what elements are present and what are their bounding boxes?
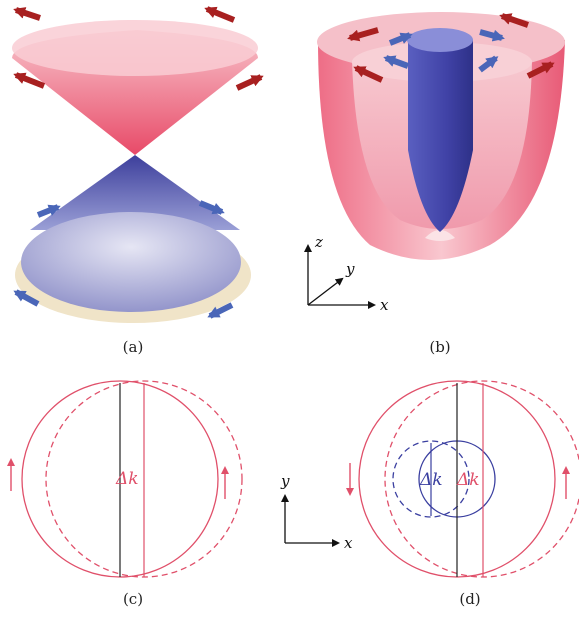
- y-axis: [307, 277, 344, 306]
- delta-k-label: Δk: [115, 469, 139, 489]
- y-axis-label: y: [280, 472, 290, 490]
- caption-d: (d): [459, 590, 480, 608]
- blue-spin-arrow: [479, 29, 505, 42]
- red-spin-arrow: [347, 27, 379, 42]
- outer-circle-dashed: [384, 380, 579, 578]
- upper-cone-rim: [12, 20, 258, 76]
- panel-a: [12, 6, 264, 323]
- red-spin-arrow: [526, 61, 555, 79]
- axes-d: y x: [280, 472, 353, 552]
- blue-spin-arrow: [207, 302, 234, 319]
- red-spin-arrow: [235, 74, 264, 91]
- blue-spin-arrow: [13, 289, 40, 307]
- x-axis-label: x: [344, 534, 353, 552]
- y-axis-label: y: [345, 260, 355, 278]
- inner-blue-cylinder: [408, 40, 473, 232]
- blue-spin-arrow: [383, 55, 410, 69]
- blue-spin-arrow: [388, 32, 413, 46]
- red-spin-arrow: [13, 7, 41, 21]
- caption-b: (b): [429, 338, 450, 356]
- z-axis-label: z: [314, 233, 323, 251]
- red-spin-arrow: [499, 13, 529, 28]
- blue-spin-arrow: [36, 204, 61, 218]
- bowl-bottom-notch: [425, 230, 455, 241]
- blue-spin-arrow: [198, 200, 225, 215]
- inner-blue-rim: [407, 28, 473, 52]
- panel-d: Δk Δk: [346, 380, 579, 578]
- caption-a: (a): [123, 338, 144, 356]
- x-axis-label: x: [380, 296, 389, 314]
- red-spin-arrow: [204, 6, 236, 23]
- lower-blue-cone: [30, 155, 240, 230]
- inner-blue-circle-dashed: [392, 440, 470, 518]
- caption-c: (c): [123, 590, 143, 608]
- delta-k-blue-label: Δk: [419, 470, 443, 490]
- panel-c: Δk: [7, 380, 243, 578]
- red-spin-arrow: [353, 65, 384, 83]
- blue-base-disk: [21, 212, 241, 312]
- blue-spin-arrow: [478, 55, 499, 73]
- delta-k-pink-label: Δk: [456, 470, 480, 490]
- panel-b: z y x: [304, 12, 565, 314]
- red-spin-arrow: [13, 72, 46, 89]
- axes-b: z y x: [304, 233, 389, 314]
